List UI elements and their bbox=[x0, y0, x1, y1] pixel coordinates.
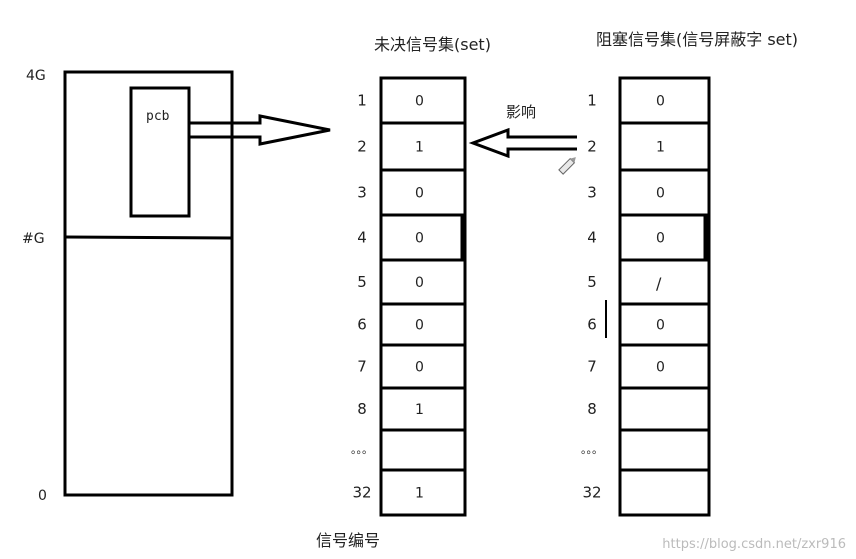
pending-signal-set: 0 1 1 2 0 3 0 4 0 5 0 6 0 7 1 8 。。。 1 32 bbox=[351, 76, 467, 517]
signal-number: 2 bbox=[357, 138, 367, 156]
signal-number: 3 bbox=[357, 184, 367, 202]
signal-number: 6 bbox=[587, 316, 597, 334]
kernel-user-divider bbox=[64, 235, 233, 240]
pending-cell-value: 0 bbox=[415, 318, 424, 334]
blocked-signal-set: 0 1 1 2 0 3 0 4 5 0 6 0 7 8 。。。 32 / bbox=[581, 76, 711, 517]
blocked-cell-value: 0 bbox=[656, 186, 665, 202]
pending-column-outline bbox=[379, 76, 467, 517]
memory-label-4g: 4G bbox=[26, 68, 46, 84]
memory-outline bbox=[63, 70, 234, 497]
signal-number: 8 bbox=[587, 400, 597, 418]
process-memory-block: pcb 4G #G 0 bbox=[22, 68, 234, 504]
pending-cell-value: 0 bbox=[415, 360, 424, 376]
signal-number: 32 bbox=[352, 484, 371, 502]
signal-number: 8 bbox=[357, 400, 367, 418]
blocked-column-outline bbox=[618, 76, 711, 517]
signal-number: 5 bbox=[587, 273, 597, 291]
pending-cell-value: 0 bbox=[415, 275, 424, 291]
blocked-cell-value: 1 bbox=[656, 140, 665, 156]
signal-number: 5 bbox=[357, 273, 367, 291]
blocked-influences-pending-arrow bbox=[468, 127, 577, 159]
pending-cell-value: 0 bbox=[415, 94, 424, 110]
influence-label: 影响 bbox=[506, 103, 536, 121]
blocked-cell-value: 0 bbox=[656, 318, 665, 334]
pending-cell-value: 0 bbox=[415, 231, 424, 247]
signal-number: 7 bbox=[587, 358, 597, 376]
signal-number: 4 bbox=[587, 229, 597, 247]
signal-number: 。。。 bbox=[351, 443, 373, 456]
signal-number: 32 bbox=[582, 484, 601, 502]
pending-cell-value: 1 bbox=[415, 140, 424, 156]
watermark: https://blog.csdn.net/zxr916 bbox=[662, 537, 846, 552]
signal-number: 4 bbox=[357, 229, 367, 247]
pencil-icon bbox=[558, 157, 576, 175]
memory-label-mid: #G bbox=[22, 231, 45, 247]
signal-number: 2 bbox=[587, 138, 597, 156]
pending-cell-value: 1 bbox=[415, 402, 424, 418]
signal-number: 1 bbox=[587, 92, 597, 110]
pcb-label: pcb bbox=[146, 109, 170, 124]
pcb-to-pending-arrow bbox=[189, 114, 331, 146]
blocked-row5-scribble: / bbox=[656, 274, 662, 293]
blocked-cell-value: 0 bbox=[656, 231, 665, 247]
signal-number: 。。。 bbox=[581, 443, 603, 456]
blocked-cell-value: 0 bbox=[656, 94, 665, 110]
pending-cell-value: 1 bbox=[415, 486, 424, 502]
pending-cell-value: 0 bbox=[415, 186, 424, 202]
pcb-box bbox=[129, 86, 191, 218]
signal-number: 7 bbox=[357, 358, 367, 376]
signal-number: 6 bbox=[357, 316, 367, 334]
signal-number: 3 bbox=[587, 184, 597, 202]
signal-number: 1 bbox=[357, 92, 367, 110]
pending-set-title: 未决信号集(set) bbox=[374, 35, 491, 54]
signal-number-label: 信号编号 bbox=[316, 531, 380, 550]
blocked-cell-value: 0 bbox=[656, 360, 665, 376]
blocked-set-title: 阻塞信号集(信号屏蔽字 set) bbox=[596, 30, 798, 49]
memory-label-0: 0 bbox=[38, 488, 47, 504]
